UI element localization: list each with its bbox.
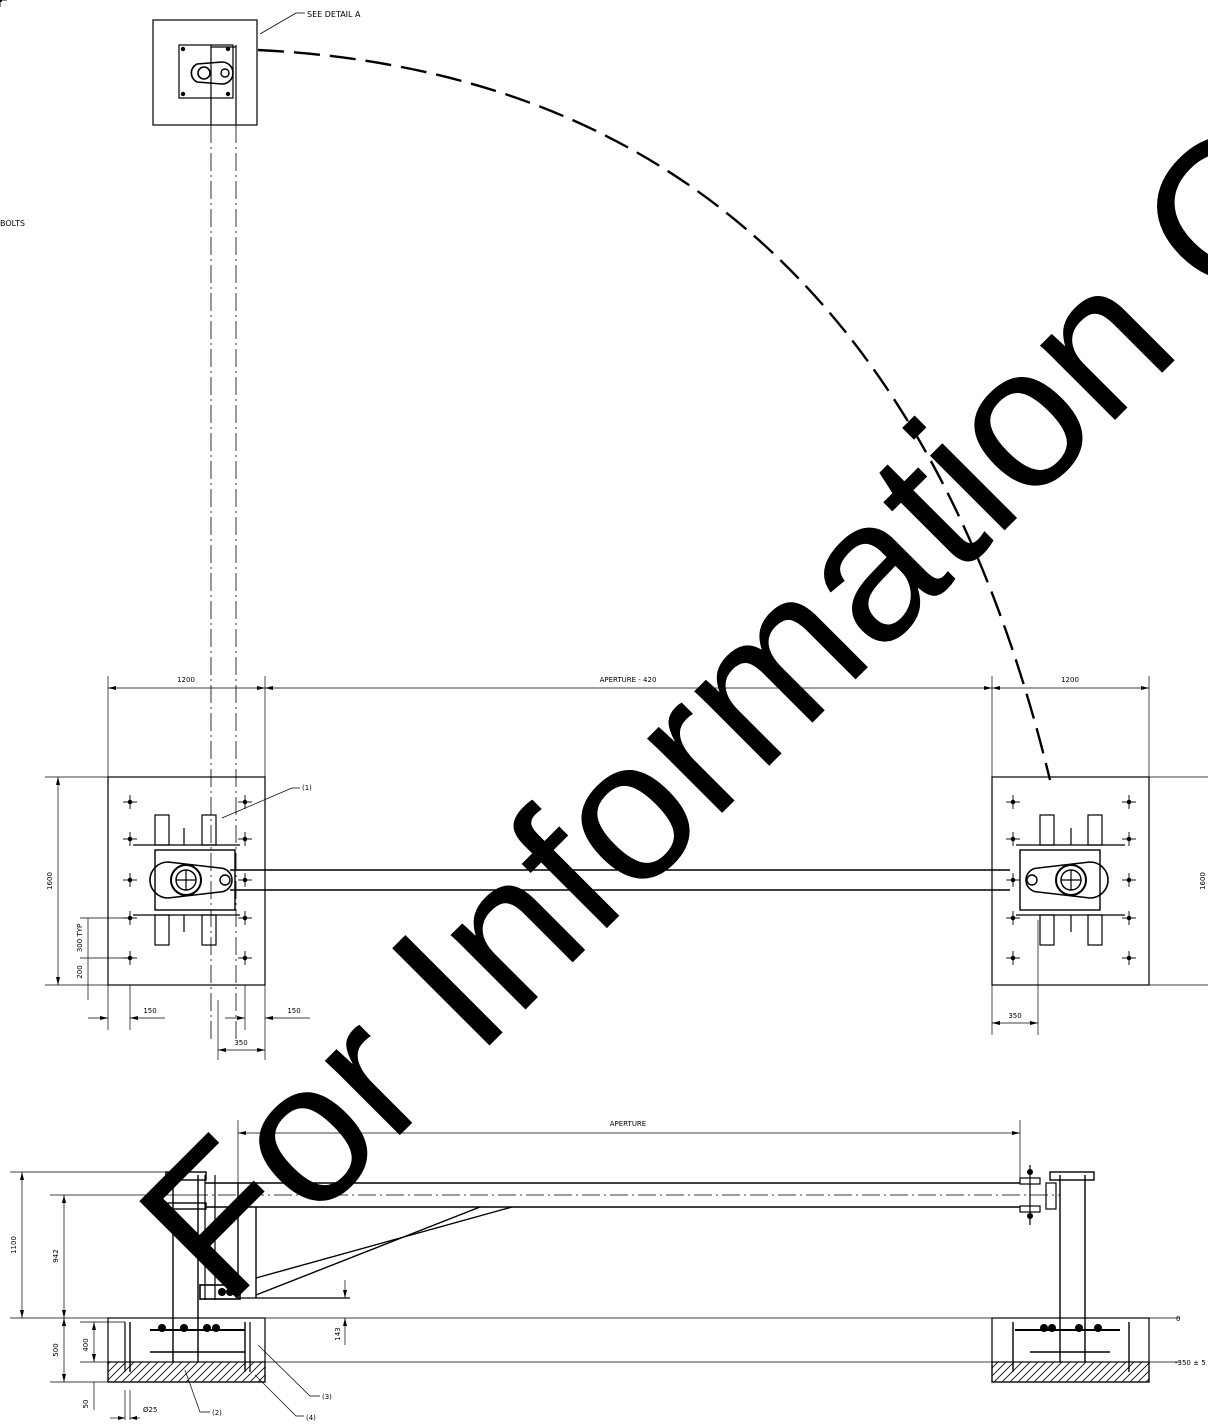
detail-a-frame [152,19,258,126]
elev-gate-brace [255,1206,513,1279]
dim-400: 400 [82,1338,90,1351]
dim-50: 50 [82,1400,90,1409]
dim-1100: 1100 [10,1236,18,1254]
see-detail-a-label: SEE DETAIL A [307,10,361,19]
callout-3: (3) [322,1393,332,1401]
plan-anchor-bolts [0,0,1137,966]
plan-left-hinge-arm [149,861,233,899]
dim-500: 500 [52,1343,60,1356]
callout-4: (4) [306,1414,316,1422]
callout-2: (2) [212,1409,222,1417]
dim-right-width: 1200 [1061,676,1079,684]
dim-350-left: 350 [234,1039,247,1047]
plan-right-hinge-arm [1025,861,1109,899]
dim-150-right: 150 [287,1007,300,1015]
gate-centerlines-vertical [210,125,237,1040]
plan-left-foundation [107,776,266,986]
plan-dimension-arrows [56,686,1149,1052]
elevation-dimension-lines [10,1120,1180,1420]
dim-150-left: 150 [143,1007,156,1015]
plan-right-foundation [991,776,1150,986]
dim-height-right: 1600 [1199,872,1207,890]
watermark-text: For Information Only [98,0,1208,1340]
dim-942: 942 [52,1249,60,1262]
dim-diameter-25: Ø25 [143,1406,157,1414]
detail-a-view [152,12,305,126]
level-zero-label: 0 [1176,1315,1180,1323]
level-neg-350-label: -350 ± 5 [1175,1359,1206,1367]
elevation-view [107,1165,1150,1383]
dim-height-left: 1600 [46,872,54,890]
detail-a-base-plate [178,44,234,99]
elev-right-hatch [991,1361,1150,1383]
dim-300-typ: 300 TYP [76,924,84,952]
bolts-label: BOLTS [0,219,25,228]
callout-1: (1) [302,784,312,792]
elev-left-hatch [107,1361,266,1383]
dim-200: 200 [76,965,84,978]
elev-bolt-heads [158,1169,1102,1332]
dim-aperture: APERTURE [610,1120,646,1128]
detail-a-hinge-arm [190,61,234,85]
dim-aperture-minus-420: APERTURE - 420 [600,676,657,684]
swing-arc [257,48,1052,781]
dim-left-width: 1200 [177,676,195,684]
plan-dimension-lines [45,676,1208,1060]
dim-350-right: 350 [1008,1012,1021,1020]
elevation-dimension-arrows [20,1131,1020,1420]
dim-143: 143 [334,1327,342,1340]
